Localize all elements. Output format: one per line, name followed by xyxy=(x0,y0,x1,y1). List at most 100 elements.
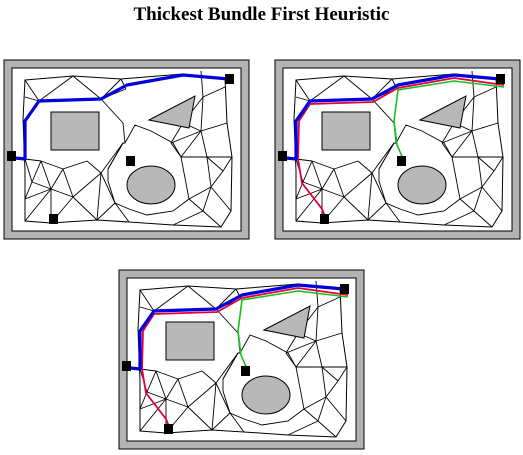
mesh-edge xyxy=(177,370,203,380)
mesh-edge xyxy=(321,366,339,382)
mesh-edge xyxy=(72,75,102,100)
mesh-edge xyxy=(473,86,497,98)
mesh-edge xyxy=(200,96,204,132)
mesh-edge xyxy=(24,96,40,102)
mesh-edge xyxy=(188,198,204,212)
mesh-edge xyxy=(200,122,228,132)
mesh-edge xyxy=(325,380,339,398)
mesh-edge xyxy=(315,306,319,342)
mesh-edge xyxy=(139,398,167,432)
mesh-edge xyxy=(311,160,323,190)
figure-title: Thickest Bundle First Heuristic xyxy=(133,4,390,25)
mesh-edge xyxy=(38,75,74,102)
mesh-edge xyxy=(62,168,74,198)
mesh-edge xyxy=(471,96,475,132)
mesh-edge xyxy=(295,79,311,102)
mesh-edge xyxy=(153,285,189,312)
mesh-edge xyxy=(206,156,212,188)
mesh-edge xyxy=(24,181,33,200)
mesh-edge xyxy=(309,75,345,102)
mesh-edge xyxy=(343,75,373,100)
mesh-edge xyxy=(165,398,189,408)
mesh-edge xyxy=(50,168,64,190)
mesh-edge xyxy=(24,158,33,183)
terminal-pin xyxy=(241,366,250,376)
square-obstacle xyxy=(165,321,215,361)
terminal-pin xyxy=(126,156,135,166)
mesh-edge xyxy=(471,130,479,158)
mesh-edge xyxy=(146,370,157,393)
mesh-edge xyxy=(295,188,323,200)
mesh-edge xyxy=(201,370,217,384)
mesh-edge xyxy=(210,170,224,188)
panel-step-2 xyxy=(274,59,521,240)
mesh-edge xyxy=(333,168,345,198)
mesh-edge xyxy=(40,160,52,190)
mesh-cell xyxy=(378,124,461,216)
mesh-edge xyxy=(24,188,52,222)
mesh-edge xyxy=(367,202,387,221)
mesh-edge xyxy=(211,382,217,431)
mesh-cell xyxy=(107,124,190,216)
mesh-edge xyxy=(155,370,167,400)
mesh-edge xyxy=(139,391,148,410)
ellipse-obstacle xyxy=(126,165,176,205)
mesh-edge xyxy=(371,98,395,124)
mesh-edge xyxy=(371,172,387,204)
mesh-edge xyxy=(295,188,323,222)
mesh-edge xyxy=(170,130,202,144)
mesh-edge xyxy=(333,160,359,170)
mesh-edge xyxy=(215,308,239,334)
terminal-pin xyxy=(7,151,16,161)
mesh-edge xyxy=(317,420,337,438)
mesh-edge xyxy=(31,160,42,183)
mesh-edge xyxy=(459,186,483,200)
mesh-edge xyxy=(177,378,189,408)
mesh-edge xyxy=(343,172,373,198)
mesh-edge xyxy=(155,370,179,380)
mesh-edge xyxy=(24,188,52,200)
mesh-edge xyxy=(100,98,124,124)
mesh-edge xyxy=(317,396,327,422)
terminal-pin xyxy=(122,361,131,371)
mesh-edge xyxy=(285,340,317,354)
terminal-pin xyxy=(49,214,58,224)
panel-step-3 xyxy=(118,269,365,450)
mesh-edge xyxy=(31,181,52,190)
terminal-pin xyxy=(225,74,234,84)
mesh-edge xyxy=(100,172,116,204)
mesh-edge xyxy=(139,398,167,410)
mesh-edge xyxy=(139,306,155,312)
mesh-edge xyxy=(96,172,102,221)
mesh-edge xyxy=(122,122,126,144)
green-route xyxy=(393,80,505,162)
mesh-edge xyxy=(367,172,373,221)
triangle-obstacle xyxy=(262,305,311,339)
mesh-edge xyxy=(202,210,222,228)
mesh-edge xyxy=(146,391,167,400)
mesh-edge xyxy=(187,382,217,408)
mesh-edge xyxy=(24,79,40,102)
mesh-edge xyxy=(206,156,224,172)
mesh-edge xyxy=(72,172,102,198)
blue-route xyxy=(14,73,234,161)
mesh-edge xyxy=(451,130,473,158)
square-obstacle xyxy=(321,111,371,151)
mesh-edge xyxy=(471,122,499,132)
mesh-edge xyxy=(86,160,102,174)
mesh-edge xyxy=(287,420,319,436)
mesh-edge xyxy=(187,285,217,310)
mesh-edge xyxy=(443,210,475,226)
mesh-edge xyxy=(441,130,473,144)
terminal-pin xyxy=(496,74,505,84)
mesh-edge xyxy=(187,406,213,431)
mesh-edge xyxy=(202,86,226,98)
mesh-edge xyxy=(295,340,317,368)
mesh-edge xyxy=(96,202,116,221)
mesh-edge xyxy=(303,396,327,410)
triangle-obstacle xyxy=(147,95,196,129)
mesh-edge xyxy=(202,186,212,212)
mesh-edge xyxy=(200,130,208,158)
mesh-edge xyxy=(188,186,212,200)
